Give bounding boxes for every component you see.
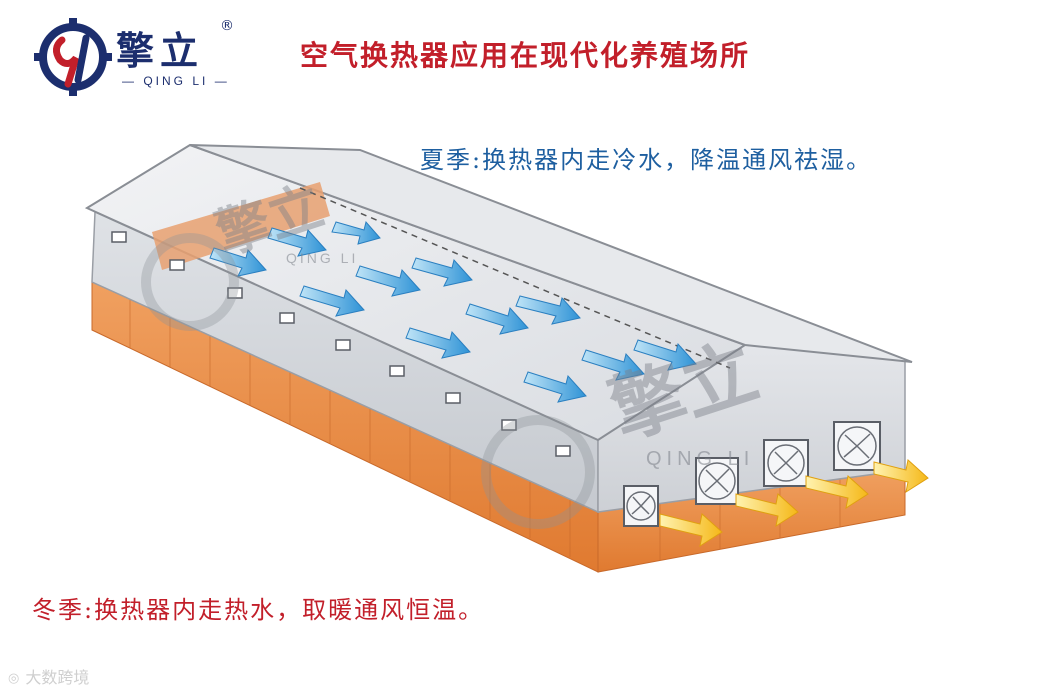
brand-name-en: — QING LI —: [122, 74, 230, 88]
credit-watermark: ◎ 大数跨境: [8, 664, 89, 688]
brand-logo: 擎立 ® — QING LI —: [34, 18, 254, 98]
summer-caption: 夏季:换热器内走冷水，降温通风祛湿。: [420, 140, 872, 175]
page-title: 空气换热器应用在现代化养殖场所: [300, 34, 750, 74]
watermark-en-2: QING LI: [646, 448, 754, 471]
watermark-en-1: QING LI: [286, 250, 358, 266]
wechat-logo-icon: ◎: [8, 671, 19, 686]
brand-emblem-icon: [34, 18, 112, 96]
winter-caption: 冬季:换热器内走热水，取暖通风恒温。: [32, 590, 484, 625]
registered-mark: ®: [220, 18, 234, 34]
credit-text: 大数跨境: [25, 668, 89, 687]
brand-name-cn: 擎立: [116, 20, 204, 75]
